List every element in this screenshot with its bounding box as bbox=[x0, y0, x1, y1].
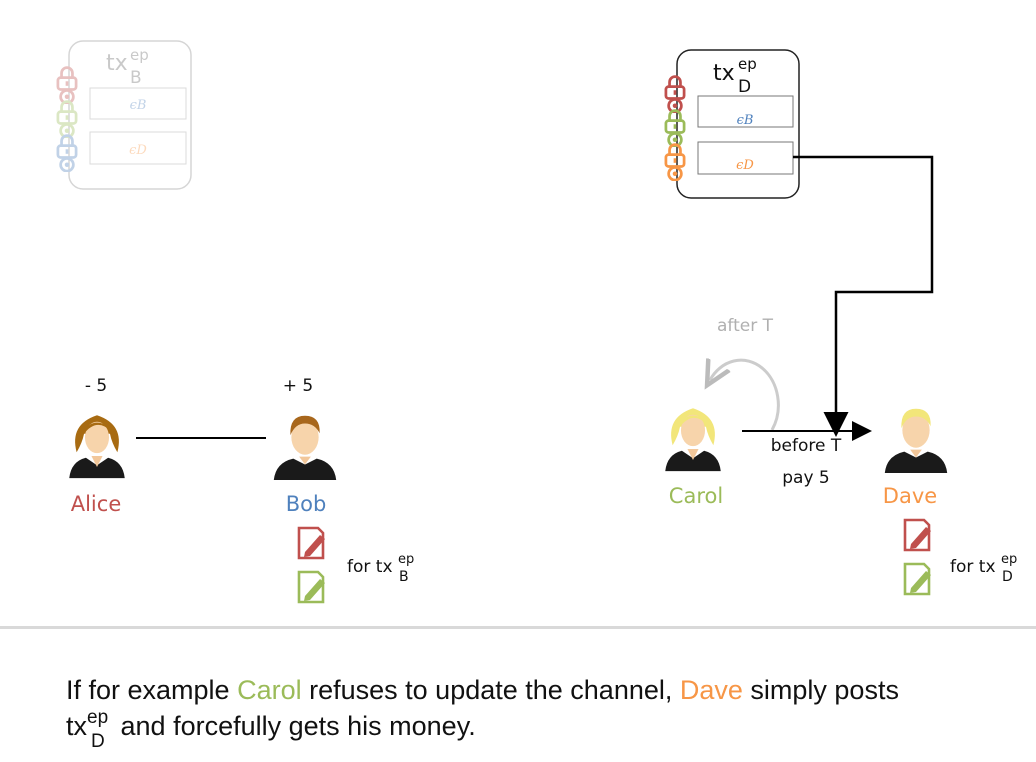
bob-amount: + 5 bbox=[283, 376, 313, 396]
lock-icon-green-faded bbox=[56, 100, 78, 138]
caption-carol: Carol bbox=[237, 675, 302, 705]
right-tx-title: tx bbox=[713, 61, 735, 86]
left-tx-slot-2: ϵD bbox=[129, 143, 147, 158]
document-sign-icon-green bbox=[297, 570, 326, 604]
document-sign-icon-red bbox=[297, 526, 326, 560]
alice-amount: - 5 bbox=[85, 376, 107, 396]
bob-avatar bbox=[273, 415, 337, 481]
left-tx-box: tx ep B ϵB ϵD bbox=[56, 40, 192, 190]
caption-dave: Dave bbox=[679, 675, 743, 705]
document-sign-icon-green-dave bbox=[903, 562, 932, 596]
tx-connector-arrow bbox=[793, 155, 934, 437]
caption-tx-base: tx bbox=[66, 711, 88, 741]
caption-lead: If for example bbox=[66, 675, 238, 705]
alice-avatar bbox=[69, 415, 125, 479]
caption-tx-sup: ep bbox=[87, 706, 109, 728]
document-sign-icon-red-dave bbox=[903, 518, 932, 552]
caption-text: If for example Carol refuses to update t… bbox=[66, 672, 1026, 752]
left-tx-slot-1: ϵB bbox=[130, 98, 147, 113]
dave-sign-sup: ep bbox=[1001, 552, 1017, 567]
lock-icon-red-faded bbox=[56, 66, 78, 104]
lock-icon-blue-faded bbox=[56, 134, 78, 172]
right-tx-slot-1: ϵB bbox=[737, 113, 754, 128]
dave-avatar bbox=[884, 408, 948, 474]
right-tx-sup: ep bbox=[738, 55, 757, 73]
caption-mid: refuses to update the channel, bbox=[301, 675, 680, 705]
before-t-label: before T bbox=[771, 436, 842, 456]
separator-bar bbox=[0, 626, 1036, 629]
carol-label: Carol bbox=[669, 484, 723, 508]
left-tx-sub: B bbox=[130, 68, 142, 88]
lock-icon-red bbox=[664, 75, 686, 113]
after-t-label: after T bbox=[717, 316, 774, 336]
lock-icon-orange bbox=[664, 143, 686, 181]
dave-label: Dave bbox=[883, 484, 937, 508]
dave-sign-label: for tx bbox=[950, 557, 996, 577]
right-tx-slot-2: ϵD bbox=[736, 158, 754, 173]
right-tx-sub: D bbox=[738, 77, 751, 97]
right-tx-box: tx ep D ϵB ϵD bbox=[664, 49, 800, 199]
alice-label: Alice bbox=[71, 492, 122, 516]
left-tx-title: tx bbox=[106, 51, 128, 76]
dave-sign-sub: D bbox=[1002, 569, 1013, 585]
pay-label: pay 5 bbox=[782, 468, 830, 488]
bob-sign-label: for tx bbox=[347, 557, 393, 577]
caption-tail: simply posts bbox=[742, 675, 899, 705]
bob-label: Bob bbox=[286, 492, 327, 516]
left-tx-sup: ep bbox=[130, 46, 149, 64]
lock-icon-green bbox=[664, 109, 686, 147]
bob-sign-sub: B bbox=[399, 569, 409, 585]
after-t-loop-arrow bbox=[710, 360, 780, 431]
caption-end: and forcefully gets his money. bbox=[113, 711, 476, 741]
bob-sign-sup: ep bbox=[398, 552, 414, 567]
carol-avatar bbox=[665, 408, 721, 472]
caption-tx-sub: D bbox=[91, 730, 105, 752]
